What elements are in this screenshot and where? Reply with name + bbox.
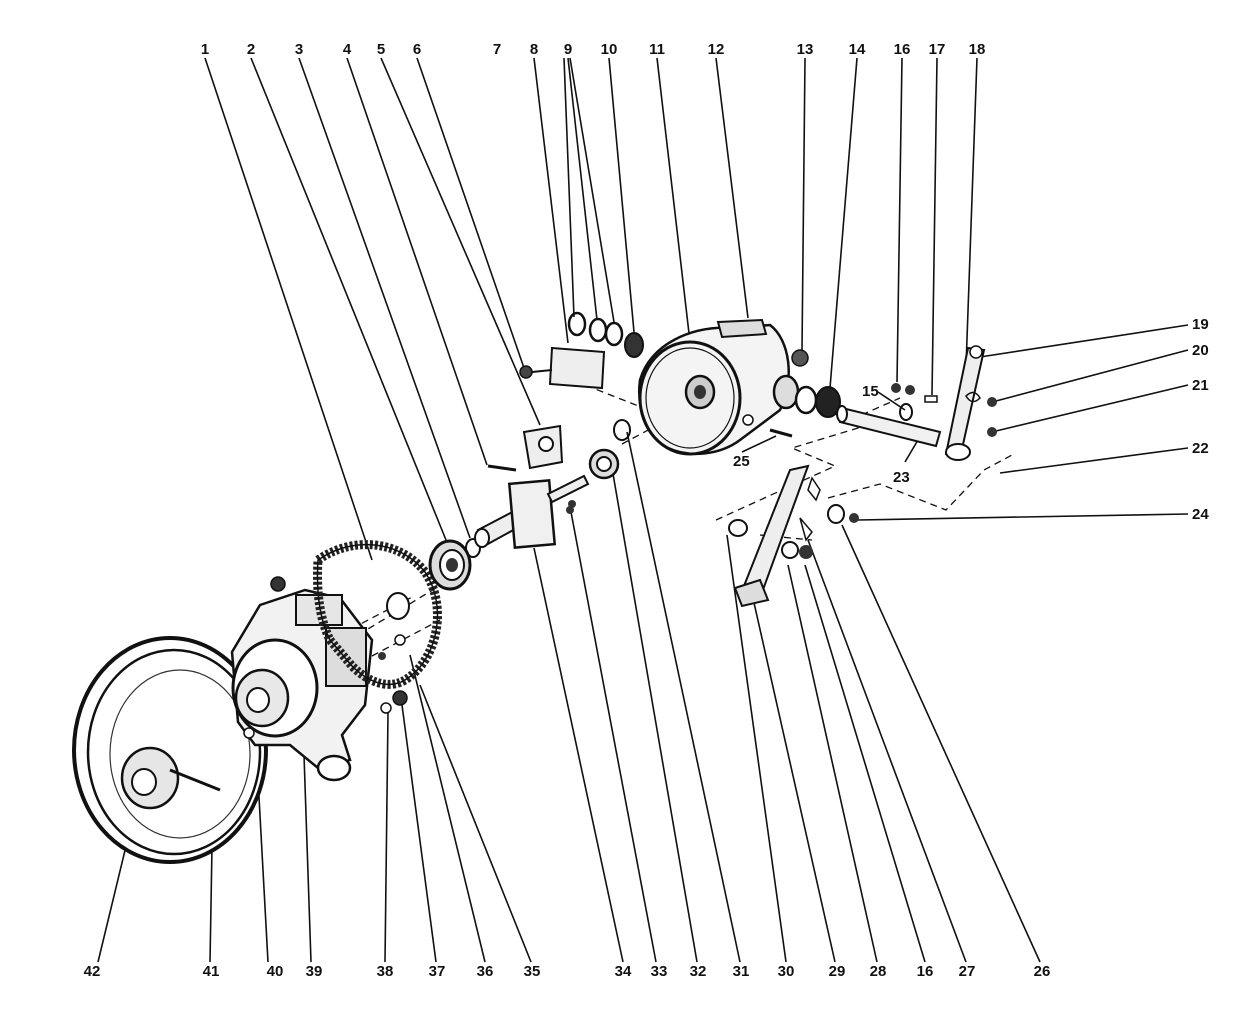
callout-32: 32 <box>690 963 707 980</box>
callout-34: 34 <box>615 963 632 980</box>
callout-15: 15 <box>862 383 879 400</box>
callout-22: 22 <box>1192 440 1209 457</box>
callout-14: 14 <box>849 41 866 58</box>
callout-numbers-right: 19 20 21 22 24 <box>1192 316 1209 523</box>
callout-31: 31 <box>733 963 750 980</box>
callout-24: 24 <box>1192 506 1209 523</box>
callout-21: 21 <box>1192 377 1209 394</box>
callout-4: 4 <box>343 41 352 58</box>
callout-25: 25 <box>733 453 750 470</box>
callout-41: 41 <box>203 963 220 980</box>
callout-33: 33 <box>651 963 668 980</box>
callout-38: 38 <box>377 963 394 980</box>
hardware <box>378 414 793 714</box>
callout-numbers-inner: 15 23 25 <box>733 383 910 486</box>
callout-7: 7 <box>493 41 501 58</box>
callout-13: 13 <box>797 41 814 58</box>
callout-1: 1 <box>201 41 209 58</box>
mounting-plate <box>519 346 606 390</box>
callout-8: 8 <box>530 41 538 58</box>
callout-9: 9 <box>564 41 572 58</box>
callout-28: 28 <box>870 963 887 980</box>
callout-numbers-bottom: 42 41 40 39 38 37 36 35 34 33 32 31 30 2… <box>84 963 1051 980</box>
callout-5: 5 <box>377 41 385 58</box>
callout-35: 35 <box>524 963 541 980</box>
callout-30: 30 <box>778 963 795 980</box>
callout-10: 10 <box>601 41 618 58</box>
gasket <box>313 540 442 689</box>
washers <box>567 311 644 358</box>
callout-27: 27 <box>959 963 976 980</box>
callout-2: 2 <box>247 41 255 58</box>
shift-shaft <box>836 383 942 448</box>
ball-bearing <box>428 538 481 591</box>
drive-housing <box>230 576 374 782</box>
callout-19: 19 <box>1192 316 1209 333</box>
callout-3: 3 <box>295 41 303 58</box>
callout-37: 37 <box>429 963 446 980</box>
callout-6: 6 <box>413 41 421 58</box>
shift-lever <box>944 345 997 461</box>
callout-36: 36 <box>477 963 494 980</box>
callout-29: 29 <box>829 963 846 980</box>
callout-16: 16 <box>894 41 911 58</box>
callout-11: 11 <box>649 41 665 58</box>
input-shaft <box>474 474 590 549</box>
callout-42: 42 <box>84 963 101 980</box>
callout-26: 26 <box>1034 963 1051 980</box>
callout-40: 40 <box>267 963 284 980</box>
callout-17: 17 <box>929 41 946 58</box>
v-belt-pulley <box>72 636 268 864</box>
callout-39: 39 <box>306 963 323 980</box>
control-arms <box>728 464 859 608</box>
callout-18: 18 <box>969 41 986 58</box>
worm-gear-seal <box>794 385 841 418</box>
leader-lines <box>97 57 1189 963</box>
callout-16-b: 16 <box>917 963 934 980</box>
callout-12: 12 <box>708 41 725 58</box>
callout-numbers-top: 1 2 3 4 5 6 7 8 9 10 11 12 13 14 16 17 1… <box>201 41 986 58</box>
callout-23: 23 <box>893 469 910 486</box>
mounting-bracket <box>487 424 564 472</box>
callout-20: 20 <box>1192 342 1209 359</box>
